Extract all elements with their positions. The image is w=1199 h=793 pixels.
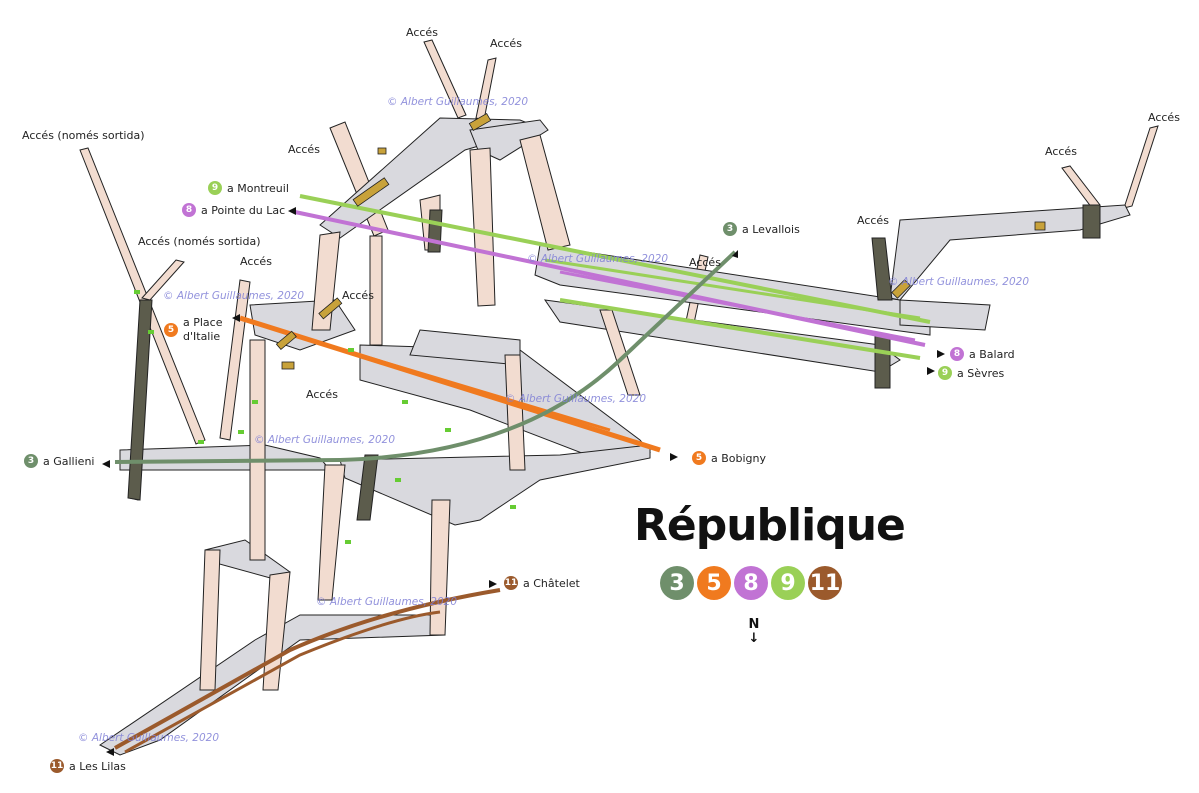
line-3-track	[114, 250, 737, 464]
north-arrow-icon: ↓	[748, 631, 760, 646]
stairs	[275, 112, 1046, 370]
access-label: Accés	[306, 388, 338, 401]
line-3-badge: 3	[723, 222, 737, 236]
access-label: Accés	[406, 26, 438, 39]
line-5-badge: 5	[692, 451, 706, 465]
watermark: © Albert Guillaumes, 2020	[316, 596, 458, 608]
access-label: Accés	[240, 255, 272, 268]
line-9-badge: 9	[938, 366, 952, 380]
line-badges: 3 5 8 9 11	[660, 566, 842, 600]
line-badge-5: 5	[697, 566, 731, 600]
line-11-platform	[124, 610, 441, 754]
access-label: Accés	[689, 256, 721, 269]
access-label: Accés (només sortida)	[22, 129, 145, 142]
direction-levallois: 3 a Levallois	[723, 222, 800, 236]
direction-label: a Sèvres	[957, 366, 1005, 380]
watermark: © Albert Guillaumes, 2020	[505, 393, 647, 405]
north-indicator: N ↓	[744, 618, 764, 646]
watermark: © Albert Guillaumes, 2020	[527, 253, 669, 265]
line-9-track-south	[544, 258, 921, 320]
watermark: © Albert Guillaumes, 2020	[387, 96, 529, 108]
line-3-badge: 3	[24, 454, 38, 468]
direction-pointe-du-lac: 8 a Pointe du Lac	[182, 203, 285, 217]
north-letter: N	[748, 617, 760, 632]
direction-arrows	[134, 290, 516, 544]
watermark: © Albert Guillaumes, 2020	[78, 732, 220, 744]
access-label: Accés (només sortida)	[138, 235, 261, 248]
direction-bobigny: 5 a Bobigny	[692, 451, 766, 465]
line-5-badge: 5	[164, 323, 178, 337]
direction-label: a Les Lilas	[69, 759, 126, 773]
line-11-badge: 11	[504, 576, 518, 590]
direction-label: a Balard	[969, 347, 1015, 361]
line-badge-11: 11	[808, 566, 842, 600]
direction-label: a Bobigny	[711, 451, 767, 465]
direction-label: a Montreuil	[227, 181, 289, 195]
line-badge-8: 8	[734, 566, 768, 600]
access-label: Accés	[490, 37, 522, 50]
line-11-badge: 11	[50, 759, 64, 773]
watermark: © Albert Guillaumes, 2020	[888, 276, 1030, 288]
direction-label: a Levallois	[742, 222, 800, 236]
access-label: Accés	[1045, 145, 1077, 158]
direction-chatelet: 11 a Châtelet	[504, 576, 580, 590]
access-label: Accés	[342, 289, 374, 302]
station-title: République	[634, 500, 906, 551]
direction-label: a Place d'Italie	[183, 316, 223, 343]
access-label: Accés	[288, 143, 320, 156]
direction-montreuil: 9 a Montreuil	[208, 181, 289, 195]
direction-label: a Châtelet	[523, 576, 580, 590]
line-badge-9: 9	[771, 566, 805, 600]
direction-place-italie: 5 a Place d'Italie	[164, 316, 231, 344]
direction-les-lilas: 11 a Les Lilas	[50, 759, 126, 773]
line-5-platform	[359, 353, 611, 432]
access-label: Accés	[857, 214, 889, 227]
line-9-badge: 9	[208, 181, 222, 195]
line-5-track	[239, 315, 661, 453]
direction-label: a Gallieni	[43, 454, 95, 468]
track-lines	[114, 194, 931, 754]
direction-sevres: 9 a Sèvres	[938, 366, 1004, 380]
line-badge-3: 3	[660, 566, 694, 600]
direction-label: a Pointe du Lac	[201, 203, 286, 217]
line-8-badge: 8	[950, 347, 964, 361]
line-8-badge: 8	[182, 203, 196, 217]
watermark: © Albert Guillaumes, 2020	[163, 290, 305, 302]
direction-balard: 8 a Balard	[950, 347, 1015, 361]
track-end-arrows	[102, 207, 945, 756]
line-8-platform	[559, 270, 916, 342]
line-9-track-north	[299, 194, 931, 324]
watermark: © Albert Guillaumes, 2020	[254, 434, 396, 446]
access-label: Accés	[1148, 111, 1180, 124]
line-9-platform	[559, 298, 921, 360]
line-11-track	[114, 588, 501, 750]
direction-gallieni: 3 a Gallieni	[24, 454, 94, 468]
